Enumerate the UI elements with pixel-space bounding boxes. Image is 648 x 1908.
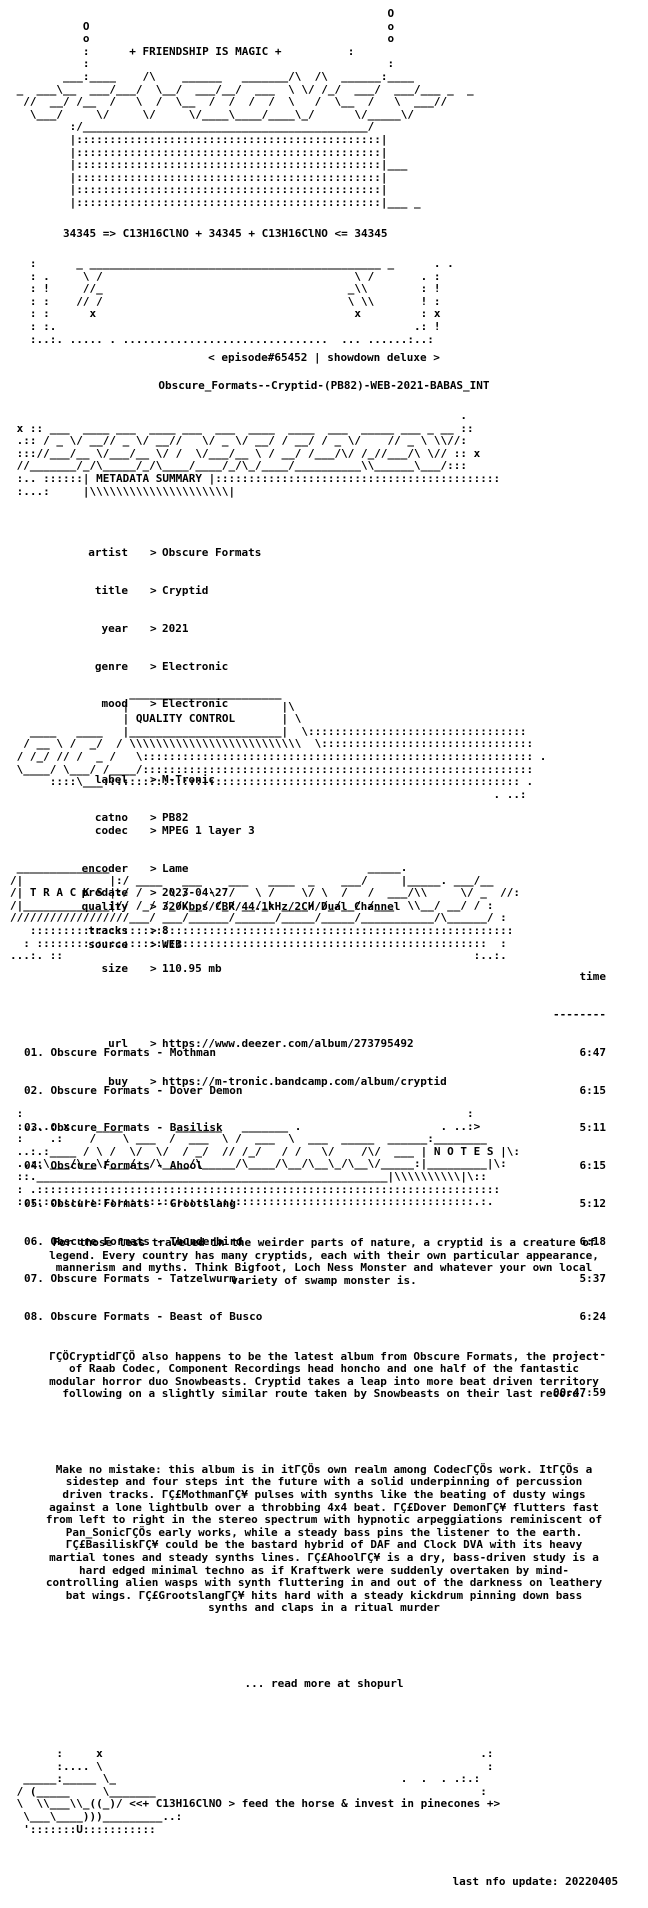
release-name: Obscure_Formats--Cryptid-(PB82)-WEB-2021… (158, 380, 490, 392)
episode-line: < episode#65452 | showdown deluxe > (208, 352, 440, 364)
quality-quality-value: 320Kbps/CBR/44.1kHz/2CH/Dual Channel (162, 899, 401, 913)
track-row: 02. Obscure Formats - Dover Demon 6:15 (10, 1083, 638, 1098)
notes-ascii-art: : : :....: x ____ _______ _______ . . ..… (16, 1108, 520, 1209)
quality-encoder: encoder>Lame (81, 861, 189, 875)
notes-paragraph: For those less traveled in the weirder p… (49, 1236, 599, 1287)
quality-codec-value: MPEG 1 layer 3 (162, 824, 255, 838)
meta-title: title>Cryptid (94, 583, 209, 597)
track-time: 6:18 (579, 1234, 607, 1248)
last-update: last nfo update: 20220405 (10, 1876, 638, 1889)
meta-label-value: M-Tronic (162, 772, 215, 786)
track-name: 06. Obscure Formats - Thunderbird (24, 1234, 243, 1248)
metadata-ascii-art: . x :: ___ ____ ___ ____ ___ ___ ____ __… (16, 410, 501, 498)
track-row: 08. Obscure Formats - Beast of Busco 6:24 (10, 1311, 638, 1324)
track-time: 6:15 (579, 1083, 607, 1097)
total-underline: -------- (553, 1348, 606, 1361)
meta-buy: buy>https://m-tronic.bandcamp.com/album/… (108, 1075, 447, 1089)
meta-label: label>M-Tronic (94, 772, 215, 786)
footer-ascii-art: : x .: :.... \ : _____:_____ \_ (16, 1748, 501, 1836)
header-ascii-art: O O o o o : + FRIENDSHIP IS MAGIC + : : (16, 8, 474, 209)
meta-title-value: Cryptid (162, 583, 209, 597)
meta-catno-value: PB82 (162, 810, 189, 824)
track-row: 05. Obscure Formats - Grootslang 5:12 (10, 1196, 638, 1211)
meta-artist-value: Obscure Formats (162, 546, 262, 560)
track-name: 05. Obscure Formats - Grootslang (24, 1196, 236, 1210)
quality-source-value: WEB (162, 937, 182, 951)
meta-genre: genre>Electronic (94, 659, 229, 673)
track-name: 03. Obscure Formats - Basilisk (24, 1121, 223, 1135)
last-update-text: last nfo update: 20220405 (452, 1876, 619, 1888)
track-row: 03. Obscure Formats - Basilisk 5:11 (10, 1122, 638, 1135)
quality-encoder-value: Lame (162, 861, 189, 875)
section-notes-title: N O T E S (433, 1144, 494, 1158)
meta-genre-value: Electronic (162, 659, 229, 673)
section-quality-title: QUALITY CONTROL (135, 712, 236, 726)
quality-codec: codec>MPEG 1 layer 3 (94, 824, 255, 838)
notes-body: For those less traveled in the weirder p… (10, 1212, 638, 1703)
meta-url-link[interactable]: https://www.deezer.com/album/273795492 (162, 1037, 414, 1051)
total-time: 00:47:59 (553, 1385, 606, 1399)
section-metadata-title: METADATA SUMMARY (96, 471, 203, 485)
time-header: time (579, 970, 607, 984)
quality-source: source>WEB (88, 937, 182, 951)
track-name: 01. Obscure Formats - Mothman (24, 1045, 217, 1059)
track-row: 07. Obscure Formats - Tatzelwurm 5:37 (10, 1273, 638, 1286)
header-ascii-base: : _ ____________________________________… (29, 258, 454, 346)
quality-ascii-art: _______________________ | |\ | QUALITY C… (16, 688, 547, 801)
meta-artist: artist>Obscure Formats (88, 546, 262, 560)
notes-paragraph: Make no mistake: this album is in itΓÇÖs… (45, 1462, 603, 1615)
track-name: 02. Obscure Formats - Dover Demon (24, 1083, 243, 1097)
track-name: 07. Obscure Formats - Tatzelwurm (24, 1272, 236, 1286)
meta-tracks: tracks>8 (88, 924, 169, 937)
meta-mood: mood>Electronic (101, 697, 229, 711)
meta-tracks-value: 8 (162, 924, 169, 937)
formula-line: 34345 => C13H16ClNO + 34345 + C13H16ClNO… (10, 228, 638, 241)
notes-paragraph: ΓÇÖCryptidΓÇÖ also happens to be the lat… (49, 1349, 599, 1401)
track-time: 5:37 (579, 1272, 607, 1286)
track-name: 08. Obscure Formats - Beast of Busco (24, 1310, 263, 1324)
quality-list: codec>MPEG 1 layer 3 encoder>Lame qualit… (10, 800, 638, 964)
track-time: 5:11 (579, 1121, 607, 1135)
track-time: 6:15 (579, 1159, 607, 1173)
track-time: 5:12 (579, 1196, 607, 1210)
track-time: 6:24 (579, 1310, 607, 1324)
track-row: 04. Obscure Formats - Ahool 6:15 (10, 1159, 638, 1173)
footer-slogan: <<+ C13H16ClNO > feed the horse & invest… (129, 1797, 501, 1811)
track-row: 06. Obscure Formats - Thunderbird 6:18 (10, 1234, 638, 1249)
header-tagline: + FRIENDSHIP IS MAGIC + (129, 44, 282, 58)
meta-buy-link[interactable]: https://m-tronic.bandcamp.com/album/cryp… (162, 1075, 447, 1089)
section-tracks-title: T R A C K S (29, 886, 103, 900)
tracks-ascii-art: ______________ _____. /| |:/ ____ ___ __… (10, 862, 520, 963)
meta-year-value: 2021 (162, 621, 189, 635)
meta-catno: catno>PB82 (94, 810, 189, 824)
meta-url: url>https://www.deezer.com/album/2737954… (108, 1037, 414, 1051)
meta-size: size>110.95 mb (101, 961, 222, 975)
tracklist: time -------- 01. Obscure Formats - Moth… (10, 946, 638, 1412)
time-underline: -------- (553, 1007, 606, 1021)
meta-year: year>2021 (101, 621, 189, 635)
metadata-list: artist>Obscure Formats title>Cryptid yea… (10, 522, 638, 1101)
track-name: 04. Obscure Formats - Ahool (24, 1159, 203, 1173)
formula-text: 34345 => C13H16ClNO + 34345 + C13H16ClNO… (62, 228, 388, 240)
meta-size-value: 110.95 mb (162, 961, 222, 975)
quality-quality: quality>320Kbps/CBR/44.1kHz/2CH/Dual Cha… (81, 899, 401, 913)
meta-mood-value: Electronic (162, 697, 229, 711)
meta-predate-value: 2023-04-27 (162, 886, 229, 900)
meta-predate: predate>2023-04-27 (81, 886, 229, 900)
track-time: 6:47 (579, 1045, 607, 1059)
track-row: 01. Obscure Formats - Mothman 6:47 (10, 1045, 638, 1060)
read-more-link[interactable]: ... read more at shopurl (244, 1676, 404, 1690)
